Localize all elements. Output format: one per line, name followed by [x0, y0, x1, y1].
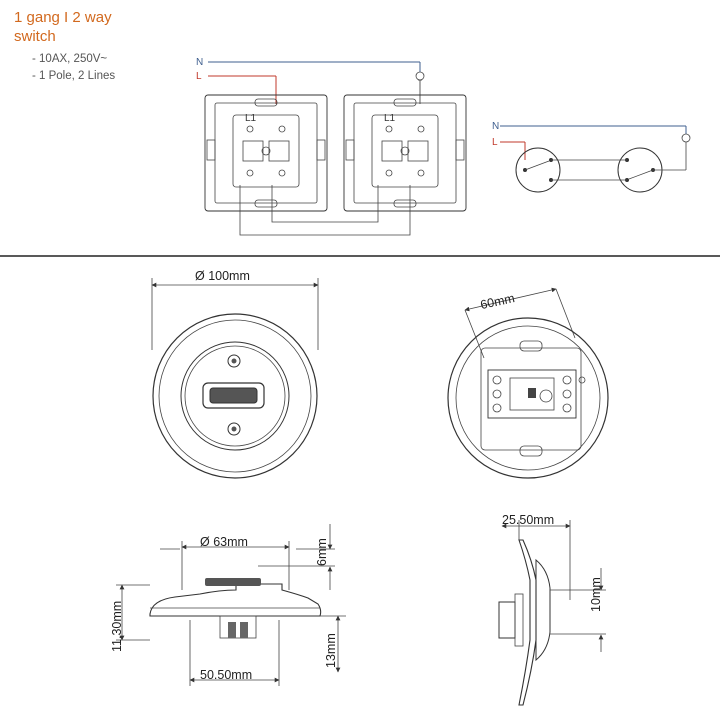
front-view: Ø 100mm: [151, 269, 319, 479]
wiring-diagram: L1 L1 N L: [196, 57, 691, 236]
switch-module-2: L1: [343, 94, 467, 212]
side-depth-label: 13mm: [324, 633, 338, 668]
switch-module-1: L1: [204, 94, 328, 212]
neutral-label-left: N: [196, 57, 203, 68]
side-base-label: 50.50mm: [200, 668, 252, 682]
title-line-1: 1 gang I 2 way: [14, 9, 112, 26]
spec-pole: - 1 Pole, 2 Lines: [32, 70, 116, 82]
mount-width-label: 60mm: [479, 291, 516, 312]
title-line-2: switch: [14, 28, 56, 45]
live-label-left: L: [196, 71, 202, 82]
svg-text:L1: L1: [245, 113, 257, 124]
back-view: 60mm: [447, 287, 609, 479]
rocker-button: [202, 382, 265, 409]
side-height-label: 11.30mm: [110, 601, 124, 652]
side-top-label: 6mm: [315, 538, 329, 566]
front-diameter-label: Ø 100mm: [195, 269, 250, 283]
side-view: Ø 63mm 6mm 11.30mm 13mm 50.50mm: [110, 524, 346, 686]
product-title: 1 gang I 2 way switch: [14, 8, 112, 46]
traveller-wire-2: [271, 185, 379, 223]
lamp-icon: [415, 71, 425, 104]
switch-symbol-1: [515, 147, 561, 193]
traveller-wire-1: [239, 185, 411, 236]
side-diameter-label: Ø 63mm: [200, 535, 248, 549]
profile-width-label: 25.50mm: [502, 513, 554, 527]
profile-depth-label: 10mm: [589, 577, 603, 612]
profile-view: 25.50mm 10mm: [498, 513, 606, 706]
neutral-label-right: N: [492, 121, 499, 132]
live-label-right: L: [492, 137, 498, 148]
schematic-lamp-icon: [681, 133, 691, 143]
spec-rating: - 10AX, 250V~: [32, 53, 108, 65]
svg-text:L1: L1: [384, 113, 396, 124]
schematic: N L: [492, 121, 691, 193]
